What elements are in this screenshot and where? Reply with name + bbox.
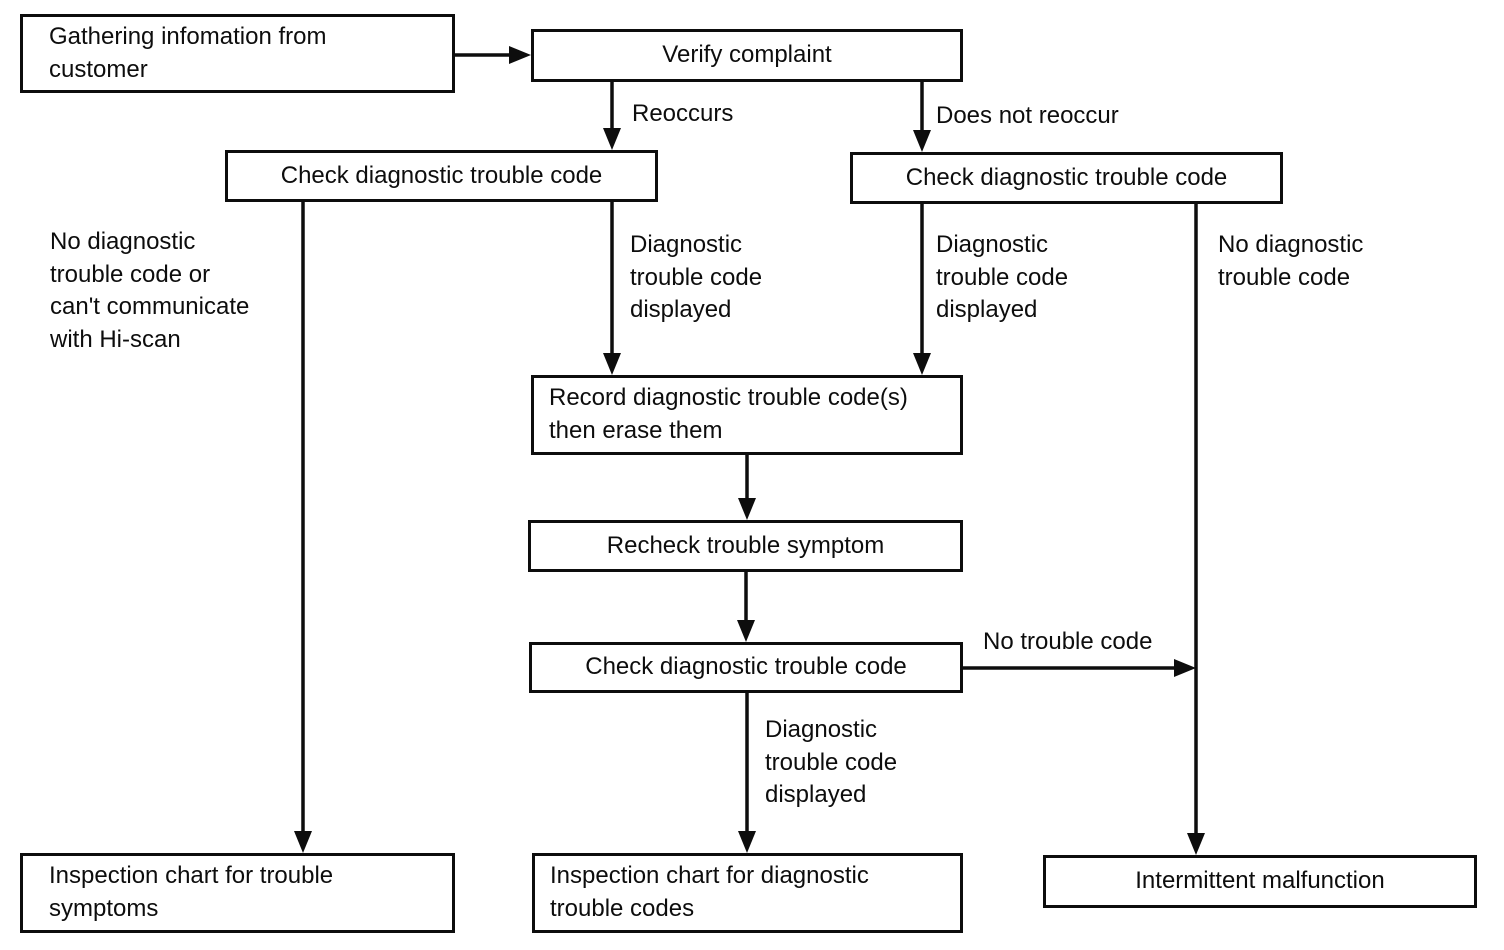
- node-gathering-information: Gathering infomation from customer: [20, 14, 455, 93]
- arrow-check-right-to-record: [913, 204, 931, 375]
- edge-label-no-dtc-or-cant-communicate: No diagnostic trouble code or can't comm…: [50, 228, 250, 353]
- arrow-check-right-to-intermittent: [1187, 204, 1205, 855]
- node-inspection-chart-dtc: Inspection chart for diagnostic trouble …: [532, 853, 963, 933]
- node-verify-complaint-label: Verify complaint: [662, 41, 832, 69]
- node-check-dtc-middle-label: Check diagnostic trouble code: [585, 653, 907, 681]
- edge-label-dtc-displayed-bottom: Diagnostic trouble code displayed: [765, 716, 898, 809]
- edge-label-reoccurs: Reoccurs: [632, 100, 734, 127]
- node-gathering-information-label: Gathering infomation from customer: [49, 22, 327, 83]
- node-check-dtc-left-label: Check diagnostic trouble code: [280, 161, 603, 189]
- node-inspection-chart-trouble-symptoms: Inspection chart for trouble symptoms: [20, 853, 455, 933]
- arrow-verify-to-check-right: [913, 82, 931, 152]
- edge-label-does-not-reoccur: Does not reoccur: [936, 102, 1119, 129]
- arrow-check-left-to-inspect-symptoms: [294, 202, 312, 853]
- edge-label-no-trouble-code: No trouble code: [983, 628, 1153, 655]
- node-check-dtc-right: Check diagnostic trouble code: [850, 152, 1283, 204]
- node-intermittent-malfunction: Intermittent malfunction: [1043, 855, 1477, 908]
- node-intermittent-malfunction-label: Intermittent malfunction: [1135, 867, 1385, 895]
- node-verify-complaint: Verify complaint: [531, 29, 963, 82]
- node-record-and-erase-codes-label: Record diagnostic trouble code(s) then e…: [549, 384, 908, 444]
- node-check-dtc-middle: Check diagnostic trouble code: [529, 642, 963, 693]
- arrow-check-mid-to-inspect-codes: [738, 693, 756, 853]
- node-check-dtc-right-label: Check diagnostic trouble code: [905, 163, 1228, 191]
- arrow-verify-to-check-left: [603, 82, 621, 150]
- edge-label-no-dtc: No diagnostic trouble code: [1218, 231, 1364, 291]
- node-recheck-trouble-symptom-label: Recheck trouble symptom: [606, 531, 885, 559]
- arrow-gathering-to-verify: [455, 46, 531, 64]
- node-inspection-chart-dtc-label: Inspection chart for diagnostic trouble …: [550, 862, 869, 922]
- arrow-recheck-to-check-mid: [737, 572, 755, 642]
- node-recheck-trouble-symptom: Recheck trouble symptom: [528, 520, 963, 572]
- edge-label-dtc-displayed-left: Diagnostic trouble code displayed: [630, 231, 763, 324]
- edge-label-dtc-displayed-right: Diagnostic trouble code displayed: [936, 231, 1069, 324]
- node-inspection-chart-trouble-symptoms-label: Inspection chart for trouble symptoms: [49, 862, 334, 922]
- arrow-check-mid-to-intermittent-line: [963, 659, 1196, 677]
- node-record-and-erase-codes: Record diagnostic trouble code(s) then e…: [531, 375, 963, 455]
- arrow-check-left-to-record: [603, 202, 621, 375]
- arrow-record-to-recheck: [738, 455, 756, 520]
- node-check-dtc-left: Check diagnostic trouble code: [225, 150, 658, 202]
